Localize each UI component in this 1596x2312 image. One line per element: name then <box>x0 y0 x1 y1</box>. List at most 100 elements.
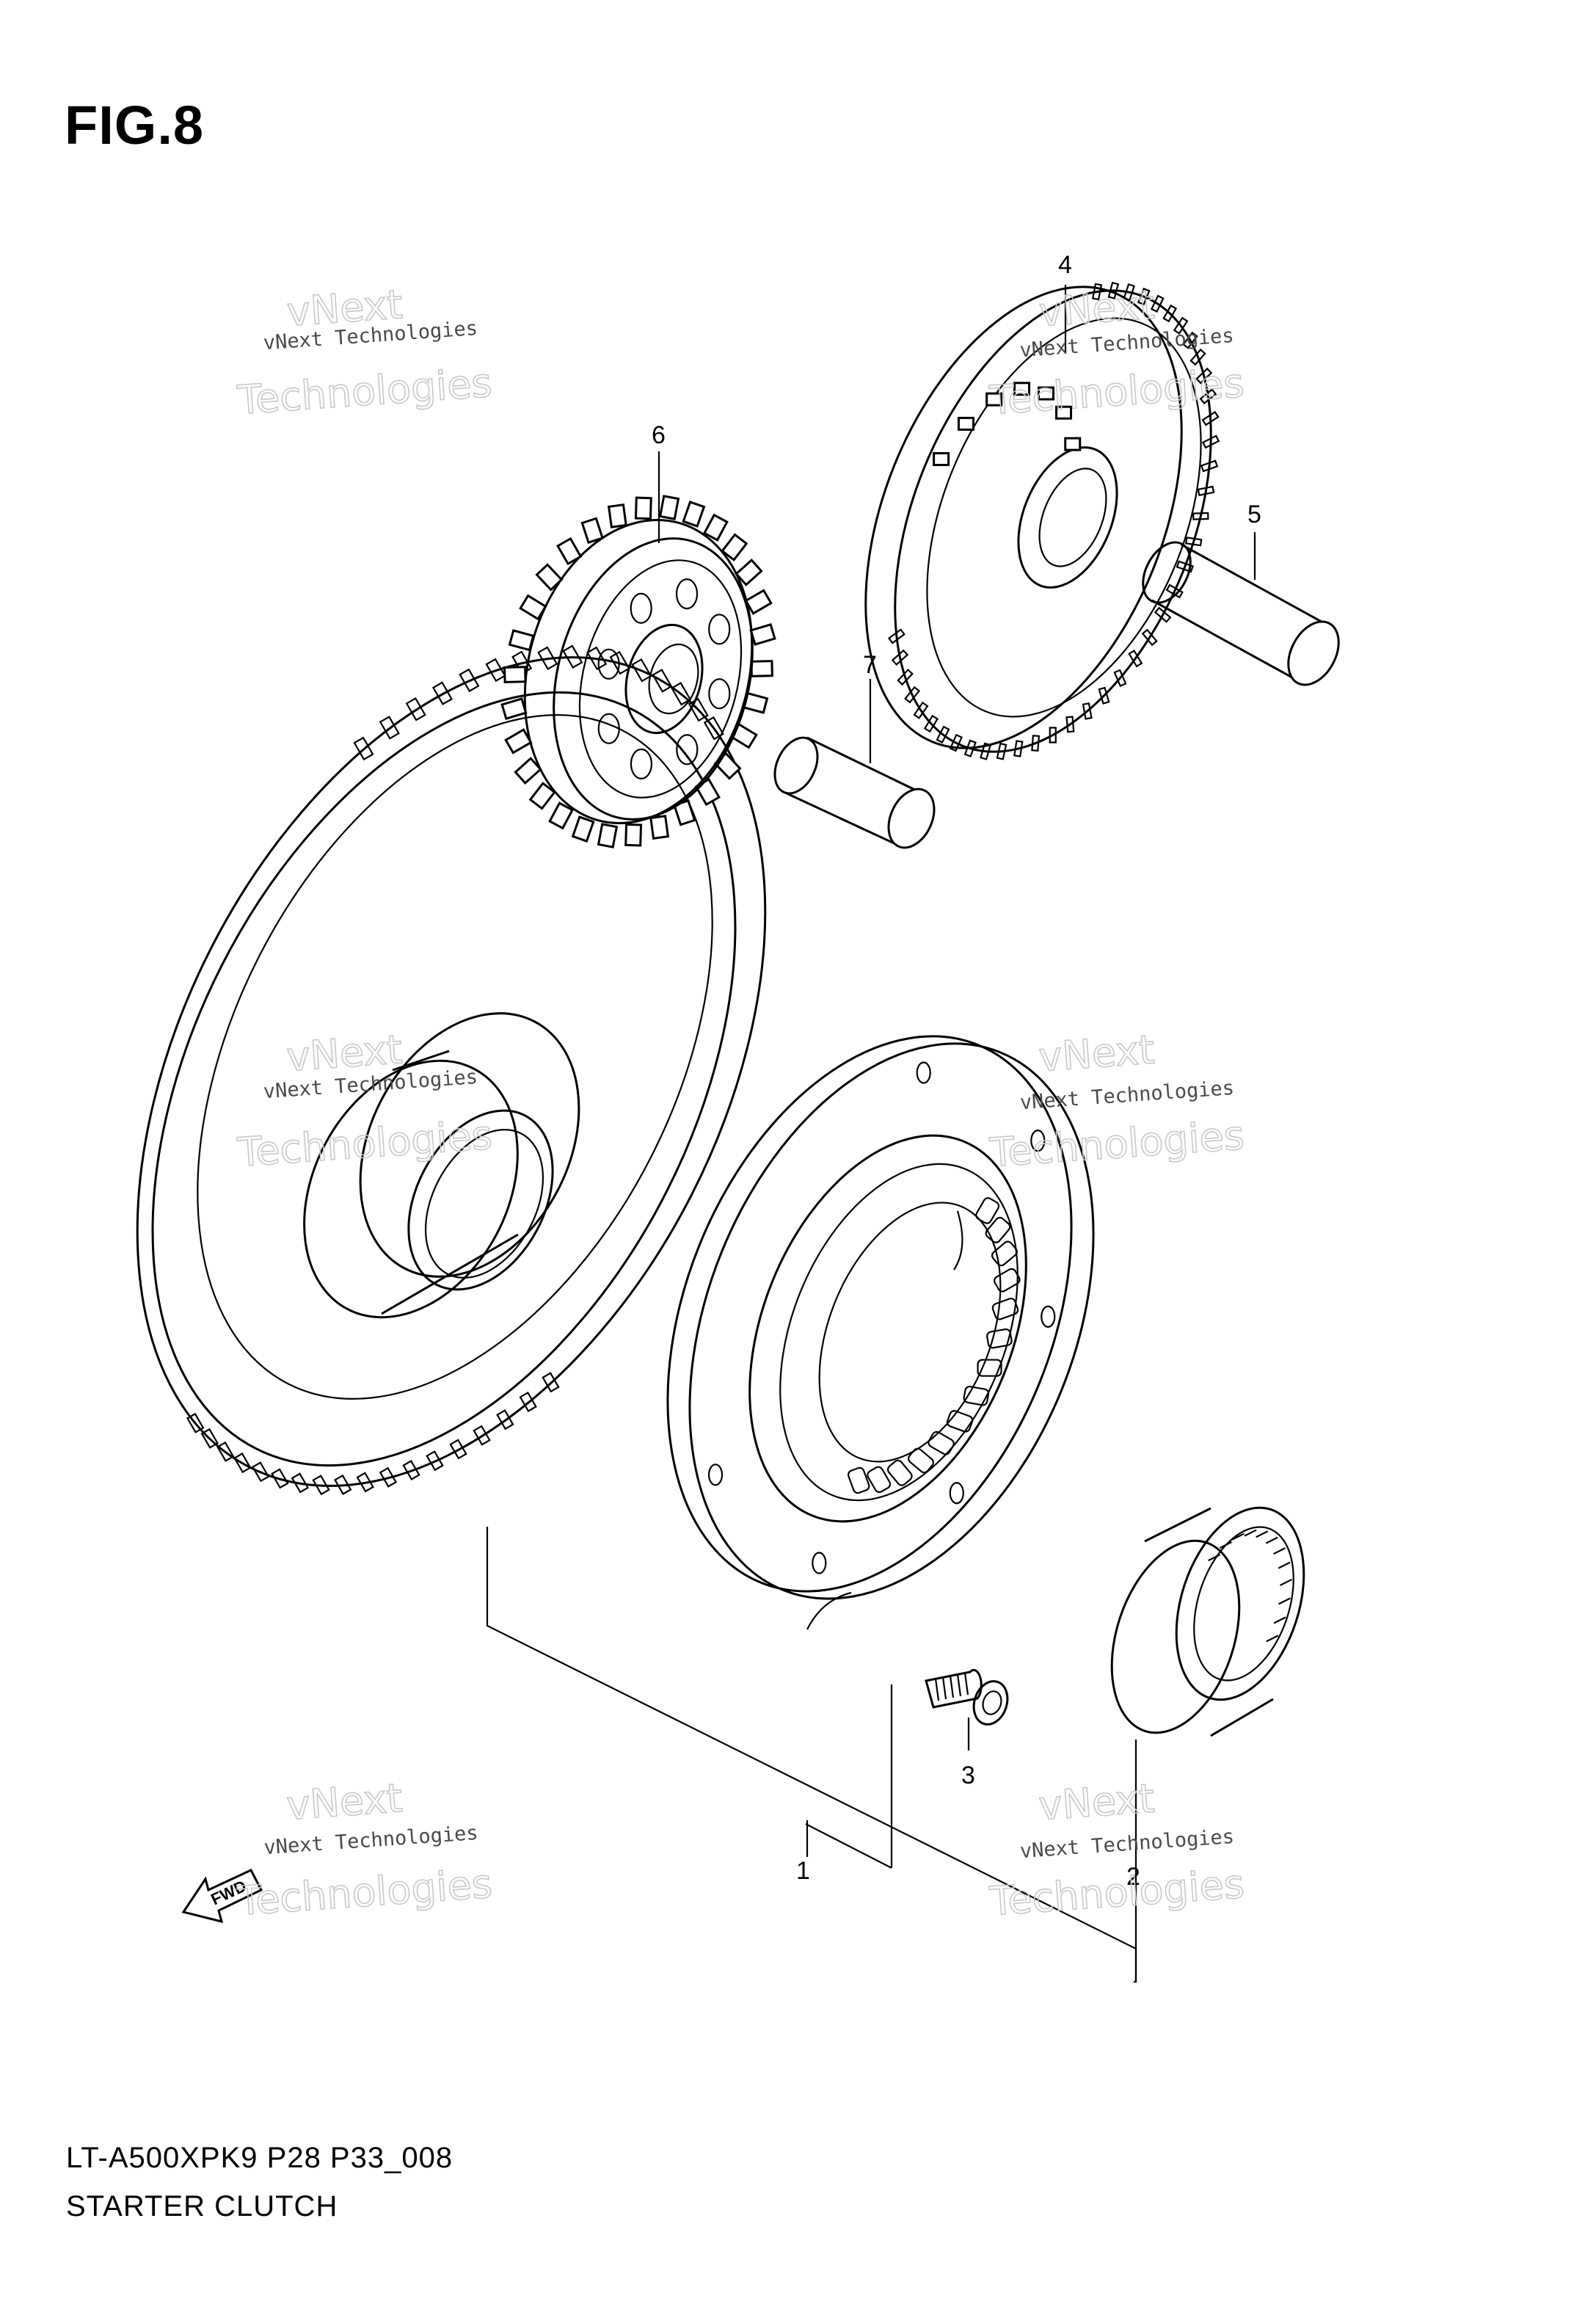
gear-tooth <box>1123 283 1136 302</box>
gear-tooth <box>473 1425 491 1446</box>
gear-tooth <box>735 558 763 586</box>
gear-tooth <box>200 1428 219 1449</box>
watermark-big-1: vNext <box>285 1026 404 1080</box>
watermark-big-1: vNext <box>1038 1026 1156 1080</box>
gear-tooth <box>1199 388 1217 405</box>
gear-tooth <box>1098 686 1110 705</box>
bolt-hole <box>812 1552 827 1574</box>
callout-7: 7 <box>863 651 877 679</box>
gear-tooth <box>891 649 909 666</box>
gear-tooth <box>721 533 748 561</box>
gear-tooth <box>980 742 992 760</box>
gear-tooth <box>485 658 506 683</box>
clutch-bolt-holes <box>707 1061 1056 1574</box>
lightening-hole <box>675 578 699 610</box>
gear-tooth <box>1013 740 1024 757</box>
gear-tooth <box>749 622 776 646</box>
gear-tooth <box>405 697 426 721</box>
gear-tooth <box>402 1459 420 1481</box>
callout-5: 5 <box>1247 501 1261 528</box>
gear-tooth <box>504 728 533 755</box>
bolt-thread <box>934 1678 940 1701</box>
gear-tooth <box>312 1475 330 1496</box>
gear-tooth <box>923 714 939 733</box>
callout-3: 3 <box>961 1762 975 1789</box>
gear-tooth <box>353 736 374 761</box>
sprag <box>928 1431 955 1455</box>
lightening-hole <box>597 648 620 680</box>
bearing-needles <box>1208 1529 1292 1643</box>
sprag <box>991 1240 1018 1267</box>
gear-6-lightening-holes <box>597 578 731 780</box>
callout-6: 6 <box>652 421 666 449</box>
needle <box>1256 1530 1269 1538</box>
gear-tooth <box>1113 669 1127 688</box>
bolt-thread <box>941 1676 947 1700</box>
needle <box>1279 1578 1292 1586</box>
gear-tooth <box>904 686 921 704</box>
watermark-small: vNext Technologies <box>1019 1077 1235 1114</box>
watermark-big-1: vNext <box>1038 1775 1156 1829</box>
bolt-thread <box>949 1675 955 1698</box>
gear-tooth <box>897 668 914 686</box>
watermark-top-left: vNext vNext Technologies Technologies <box>235 280 494 423</box>
gear-tooth <box>631 658 652 683</box>
gear-tooth <box>1031 735 1041 752</box>
gear-tooth <box>1195 367 1213 385</box>
gear-tooth <box>449 1439 467 1460</box>
gear-tooth <box>1192 512 1209 520</box>
gear-tooth <box>913 701 929 719</box>
watermark-big-2: Technologies <box>988 360 1245 423</box>
small-gear-tooth <box>1013 382 1031 396</box>
sprag <box>963 1386 990 1406</box>
bolt-thread <box>963 1672 969 1695</box>
watermark-big-2: Technologies <box>988 1112 1245 1176</box>
small-gear-tooth <box>933 452 950 467</box>
bolt-hole <box>707 1464 724 1486</box>
gear-tooth <box>186 1412 205 1433</box>
watermark-small: vNext Technologies <box>1019 1825 1235 1863</box>
sprag <box>946 1410 974 1433</box>
gear-tooth <box>1176 560 1194 573</box>
gear-tooth <box>671 682 692 706</box>
gear-tooth <box>634 496 652 520</box>
lightening-hole <box>630 592 652 624</box>
small-gear-tooth <box>1037 386 1054 401</box>
starter-driven-gear <box>136 644 767 1496</box>
gear-tooth <box>379 1466 398 1488</box>
driven-gear-teeth-top <box>353 644 724 761</box>
gear-tooth <box>503 666 527 683</box>
gear-tooth <box>1173 316 1189 335</box>
gear-tooth <box>1200 459 1219 473</box>
gear-tooth <box>519 1391 537 1413</box>
needle <box>1266 1635 1279 1643</box>
diagram-title: STARTER CLUTCH <box>66 2190 338 2222</box>
small-gear-tooth <box>985 392 1003 407</box>
needle <box>1278 1561 1291 1569</box>
gear-tooth <box>1189 348 1206 366</box>
gear-tooth <box>682 501 706 528</box>
gear-tooth <box>609 650 630 675</box>
gear-tooth <box>1184 537 1203 547</box>
gear-tooth <box>1154 606 1172 623</box>
shaft-short <box>773 736 936 849</box>
gear-tooth <box>514 757 542 785</box>
sprag <box>867 1466 892 1494</box>
watermark-big-2: Technologies <box>236 360 493 423</box>
gear-tooth <box>949 733 963 752</box>
small-gear-tooth <box>1055 405 1073 420</box>
watermark-mid-left: vNext vNext Technologies Technologies <box>236 1025 495 1176</box>
watermark-big-2: Technologies <box>988 1861 1245 1924</box>
small-gear-tooth <box>957 416 974 431</box>
sprag <box>848 1466 870 1494</box>
gear-tooth <box>607 504 627 528</box>
watermark-top-right: vNext vNext Technologies Technologies <box>987 281 1246 424</box>
bolt-hole <box>916 1061 931 1084</box>
gear-tooth <box>1128 650 1143 668</box>
gear-tooth <box>537 646 558 671</box>
gear-tooth <box>1197 485 1215 496</box>
gear-tooth <box>508 629 535 652</box>
gear-tooth <box>233 1453 252 1474</box>
gear-tooth <box>1049 727 1057 744</box>
gear-tooth <box>1162 304 1178 323</box>
